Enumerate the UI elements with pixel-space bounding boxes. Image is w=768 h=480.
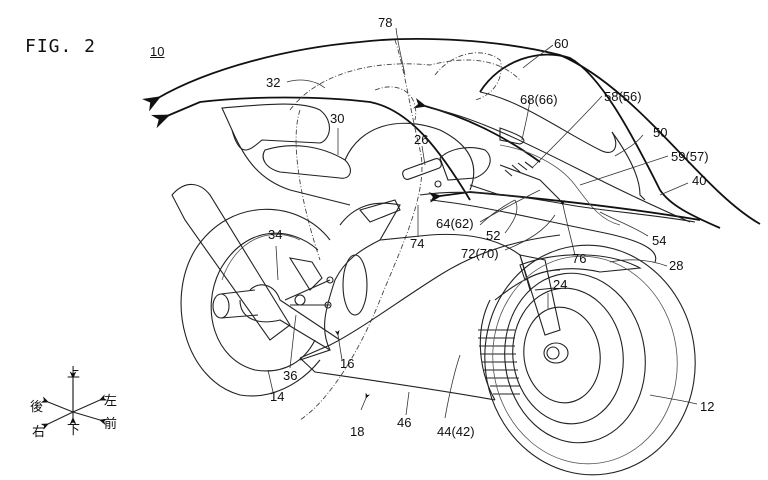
handlebar-26 — [402, 147, 501, 196]
label-78: 78 — [378, 15, 393, 30]
muffler — [171, 183, 341, 351]
label-44-42: 44(42) — [437, 424, 475, 439]
label-46: 46 — [397, 415, 412, 430]
label-60: 60 — [554, 36, 569, 51]
label-58-56: 58(56) — [604, 89, 642, 104]
under-cowl-18 — [299, 234, 561, 359]
fuel-tank — [344, 122, 475, 191]
rider-outline-32 — [289, 59, 521, 111]
rear-wheel-14 — [180, 208, 331, 397]
direction-rear-label: 後 — [30, 400, 44, 415]
label-26: 26 — [414, 132, 429, 147]
figure-title: FIG. 2 — [25, 36, 97, 57]
direction-front-label: 前 — [104, 417, 118, 432]
side-cowl-52 — [419, 191, 696, 223]
label-14: 14 — [270, 389, 285, 404]
label-40: 40 — [692, 173, 707, 188]
radiator-44 — [479, 299, 496, 401]
label-36: 36 — [283, 368, 298, 383]
label-30: 30 — [330, 111, 345, 126]
lower-airflow-arrow — [150, 96, 471, 201]
frame-body — [299, 199, 561, 401]
main-frame-16 — [299, 202, 401, 361]
front-cowl — [419, 53, 721, 263]
front-wheel-12 — [484, 244, 696, 476]
side-airflow-arrow — [428, 191, 701, 221]
rear-suspension-34 — [284, 257, 334, 309]
label-59-57: 59(57) — [671, 149, 709, 164]
label-54: 54 — [652, 233, 667, 248]
label-74: 74 — [410, 236, 425, 251]
label-52: 52 — [486, 228, 501, 243]
direction-left-label: 左 — [104, 394, 118, 409]
label-64-62: 64(62) — [436, 216, 474, 231]
upper-cowl-50 — [429, 107, 691, 223]
side-panel-46 — [379, 233, 531, 291]
reference-number: 10 — [150, 44, 165, 59]
seat-30 — [262, 145, 351, 179]
label-34: 34 — [268, 227, 283, 242]
rider-outline-78 — [299, 39, 423, 421]
tail-cowl — [221, 103, 330, 151]
label-50: 50 — [653, 125, 668, 140]
label-32: 32 — [266, 75, 281, 90]
label-24: 24 — [553, 277, 568, 292]
label-18: 18 — [350, 424, 365, 439]
leader-lines — [267, 27, 698, 419]
direction-right-label: 右 — [32, 425, 46, 440]
front-fender-28 — [519, 254, 642, 281]
upper-airflow-arrow — [141, 38, 761, 225]
duct-airflow-arrow — [413, 97, 541, 163]
direction-down-label: 下 — [67, 423, 81, 438]
label-68-66: 68(66) — [520, 92, 558, 107]
direction-up-label: 上 — [67, 366, 81, 381]
label-28: 28 — [669, 258, 684, 273]
radiator-fins — [478, 329, 520, 395]
front-fork-24 — [519, 254, 569, 364]
label-16: 16 — [340, 356, 355, 371]
exhaust-pipe-36 — [239, 284, 341, 351]
label-72-70: 72(70) — [461, 246, 499, 261]
windscreen-60 — [479, 53, 721, 229]
direction-compass — [40, 371, 108, 430]
airflow-arrows — [141, 38, 761, 225]
label-12: 12 — [700, 399, 715, 414]
label-76: 76 — [572, 251, 587, 266]
seat-and-tail — [221, 39, 521, 421]
